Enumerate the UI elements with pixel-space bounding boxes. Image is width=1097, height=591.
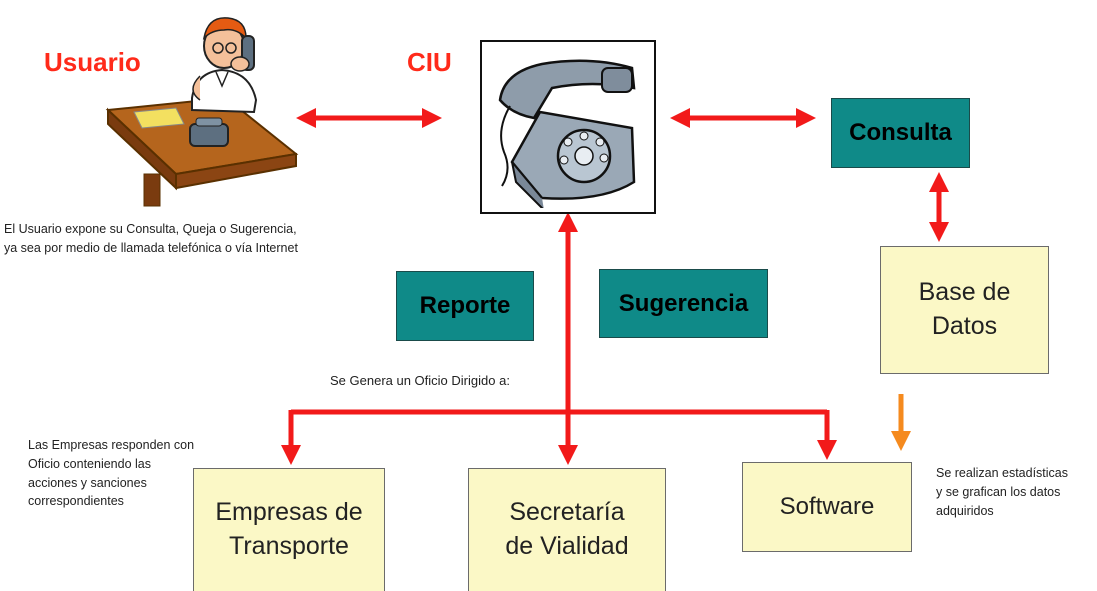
oficio-note: Se Genera un Oficio Dirigido a: [330, 373, 510, 388]
telephone-icon [480, 40, 656, 214]
consulta-box: Consulta [831, 98, 970, 168]
sugerencia-box: Sugerencia [599, 269, 768, 338]
usuario-label: Usuario [44, 47, 141, 77]
ciu-label: CIU [407, 47, 452, 77]
empresas-transporte-box: Empresas de Transporte [193, 468, 385, 591]
reporte-box: Reporte [396, 271, 534, 341]
software-box: Software [742, 462, 912, 552]
empresas-note: Las Empresas responden con Oficio conten… [28, 438, 195, 509]
secretaria-vialidad-box: Secretaría de Vialidad [468, 468, 666, 591]
person-on-phone-icon [105, 17, 299, 207]
usuario-note: El Usuario expone su Consulta, Queja o S… [4, 222, 298, 255]
software-note: Se realizan estadísticas y se grafican l… [936, 466, 1069, 518]
base-datos-box: Base de Datos [880, 246, 1049, 374]
